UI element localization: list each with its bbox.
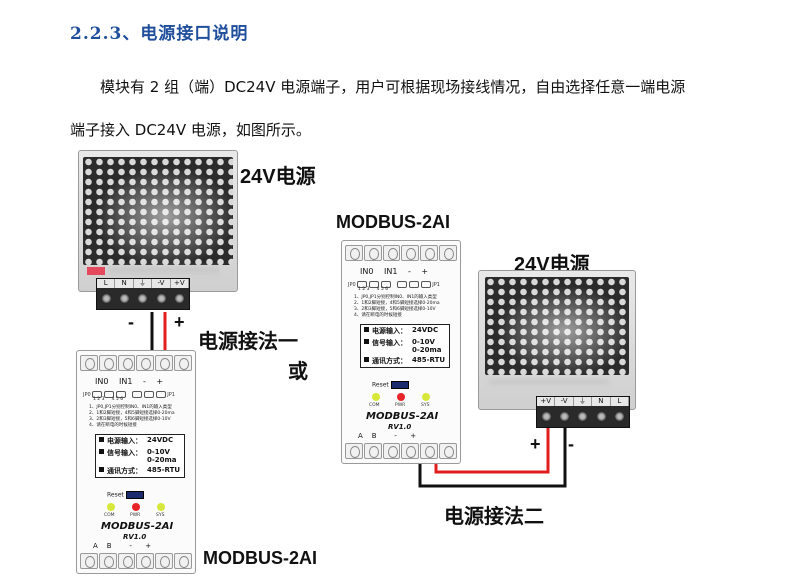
module2-led-sys-label: SYS — [421, 403, 430, 408]
module2-led-sys — [422, 393, 430, 401]
module2-version: RV1.0 — [388, 423, 412, 431]
module1-jp1: JP1 — [167, 392, 175, 398]
power-supply-1 — [78, 150, 238, 292]
module1-led-sys-label: SYS — [156, 513, 165, 518]
module1-term-in0: IN0 — [95, 377, 109, 386]
psu1-vent-grille — [83, 157, 233, 265]
module1-term-minus: - — [142, 377, 146, 386]
psu2-term-N: N — [592, 397, 611, 406]
module2-led-pwr — [397, 393, 405, 401]
psu1-term-ground: ⏚ — [134, 279, 153, 288]
minus-sign-2: - — [568, 434, 574, 454]
module1-jp-nums-left: 1 2 3 — [93, 397, 105, 402]
module1-name: MODBUS-2AI — [101, 521, 174, 532]
modbus-module-1: IN0 IN1 - + JP0 JP1 1 2 3 4 5 6 1、JP0,JP… — [76, 350, 196, 574]
module2-bottom-terms: A B - + — [358, 432, 417, 440]
psu2-term-L: L — [611, 397, 630, 406]
module1-jp0: JP0 — [83, 392, 91, 398]
module1-led-com-label: COM — [104, 513, 115, 518]
psu2-vent-grille — [485, 277, 629, 375]
module1-led-pwr — [132, 503, 140, 511]
module-label-bottom: MODBUS-2AI — [203, 548, 318, 568]
module2-led-pwr-label: PWR — [395, 403, 406, 408]
module2-jp-nums-left: 1 2 3 — [358, 287, 370, 292]
psu1-label-strip — [109, 267, 219, 274]
psu1-term-N: N — [115, 279, 134, 288]
module2-reset-button[interactable]: Reset — [372, 381, 409, 389]
minus-sign-1: - — [128, 312, 134, 332]
modbus-module-2: IN0 IN1 - + JP0 JP1 1 2 3 4 5 6 1、JP0,JP… — [341, 240, 461, 464]
module1-led-pwr-label: PWR — [130, 513, 141, 518]
module1-led-com — [107, 503, 115, 511]
module2-led-com — [372, 393, 380, 401]
wiring-method-2: 电源接法二 — [444, 506, 544, 528]
psu1-term-plus-v: +V — [171, 279, 190, 288]
psu2-term-ground: ⏚ — [574, 397, 593, 406]
module2-name: MODBUS-2AI — [366, 411, 439, 422]
paragraph-line-2: 端子接入 DC24V 电源，如图所示。 — [70, 121, 311, 139]
module2-term-in1: IN1 — [383, 267, 398, 276]
power-supply-2 — [478, 270, 636, 410]
module2-term-in0: IN0 — [360, 267, 374, 276]
module1-version: RV1.0 — [123, 533, 147, 541]
plus-sign-2: + — [530, 434, 541, 454]
module2-term-plus: + — [421, 267, 429, 276]
module1-term-plus: + — [156, 377, 164, 386]
psu1-terminal-block: L N ⏚ -V +V — [96, 278, 190, 310]
module1-bottom-terms: A B - + — [93, 542, 152, 550]
psu1-red-tag — [87, 267, 105, 275]
wiring-method-1: 电源接法一 — [198, 331, 298, 353]
psu2-term-plus-v: +V — [537, 397, 556, 406]
plus-sign-1: + — [174, 312, 185, 332]
module2-led-com-label: COM — [369, 403, 380, 408]
or-text: 或 — [288, 361, 308, 383]
psu2-term-minus-v: -V — [555, 397, 574, 406]
module1-jp-nums-right: 4 5 6 — [111, 397, 124, 402]
module1-led-sys — [157, 503, 165, 511]
module1-reset-button[interactable]: Reset — [107, 491, 144, 499]
module2-jp-nums-right: 4 5 6 — [376, 287, 389, 292]
module1-term-in1: IN1 — [118, 377, 133, 386]
paragraph-line-1: 模块有 2 组（端）DC24V 电源端子，用户可根据现场接线情况，自由选择任意一… — [100, 78, 686, 96]
module2-term-minus: - — [407, 267, 411, 276]
module2-jp0: JP0 — [348, 282, 356, 288]
module2-jp1: JP1 — [432, 282, 440, 288]
psu2-label-strip — [489, 379, 609, 385]
psu2-terminal-block: +V -V ⏚ N L — [536, 396, 630, 428]
psu1-term-L: L — [97, 279, 116, 288]
psu1-term-minus-v: -V — [152, 279, 171, 288]
psu-label-1: 24V电源 — [240, 166, 316, 188]
module-label-top: MODBUS-2AI — [336, 212, 451, 232]
section-heading: 2.2.3、电源接口说明 — [70, 24, 249, 44]
